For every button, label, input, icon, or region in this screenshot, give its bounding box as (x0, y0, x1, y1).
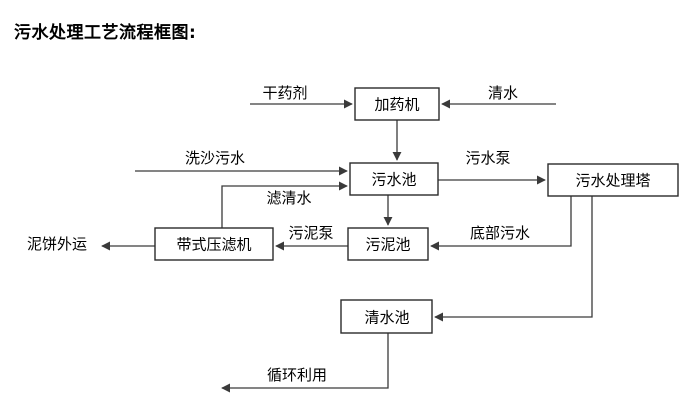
edge-belt-press-to-sewage-pool (221, 181, 348, 228)
edge-label-clean-water: 清水 (488, 84, 518, 102)
node-belt-filter-press[interactable]: 带式压滤机 (154, 227, 274, 261)
edge-label-dry-agent: 干药剂 (262, 84, 307, 102)
edge-clear-pool-to-recycle (221, 333, 389, 393)
page-title: 污水处理工艺流程框图: (14, 23, 197, 43)
edge-tower-to-clear-pool (434, 196, 593, 322)
node-dosing-machine[interactable]: 加药机 (354, 87, 440, 121)
node-sludge-pool-label: 污泥池 (365, 236, 410, 254)
edge-label-bottom-sewage: 底部污水 (470, 224, 530, 242)
edge-tower-to-sludge-pool (430, 196, 572, 251)
edge-label-mud-cake-transport: 泥饼外运 (27, 235, 87, 253)
node-sewage-pool[interactable]: 污水池 (349, 162, 439, 196)
node-treatment-tower[interactable]: 污水处理塔 (547, 163, 679, 197)
edge-label-recycle-use: 循环利用 (267, 366, 327, 384)
node-belt-filter-press-label: 带式压滤机 (176, 236, 251, 254)
edge-label-sludge-pump: 污泥泵 (288, 224, 333, 242)
edge-label-filtrate-water: 滤清水 (266, 189, 311, 207)
node-treatment-tower-label: 污水处理塔 (575, 172, 650, 190)
node-sewage-pool-label: 污水池 (371, 171, 416, 189)
edge-label-sewage-pump: 污水泵 (465, 149, 510, 167)
node-sludge-pool[interactable]: 污泥池 (347, 227, 429, 261)
edge-label-wash-sand-sewage: 洗沙污水 (185, 149, 245, 167)
node-clear-water-pool[interactable]: 清水池 (340, 299, 433, 334)
node-clear-water-pool-label: 清水池 (364, 309, 409, 327)
node-dosing-machine-label: 加药机 (374, 96, 419, 114)
